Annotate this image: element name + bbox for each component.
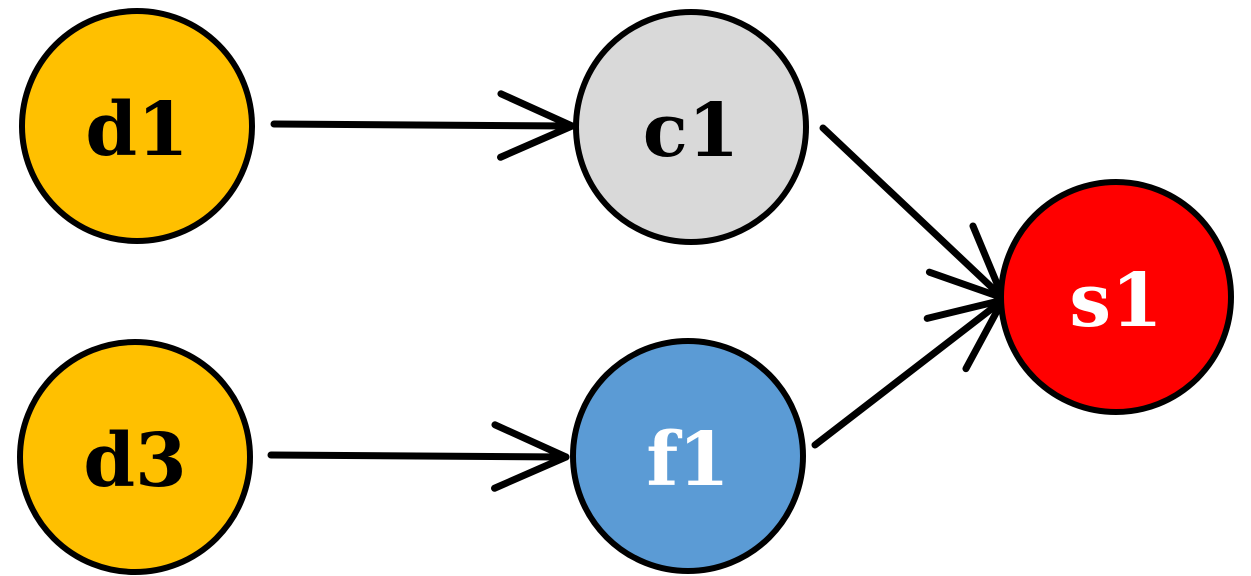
node-circle-d1 — [19, 8, 255, 244]
arrowhead-icon — [497, 90, 576, 161]
edge-line — [270, 120, 576, 130]
node-circle-s1 — [998, 179, 1234, 415]
node-label-s1: s1 — [1069, 258, 1162, 344]
node-label-f1: f1 — [646, 417, 729, 503]
node-d3: d3 — [17, 339, 253, 575]
node-label-d3: d3 — [83, 418, 186, 504]
edge-line — [811, 296, 1007, 449]
edge-f1-to-s1 — [811, 296, 1007, 449]
edge-line — [267, 451, 570, 461]
nodes-layer: d1 d3 c1 f1 s1 — [17, 8, 1234, 575]
node-label-c1: c1 — [643, 88, 740, 174]
arrowhead-icon — [491, 421, 570, 492]
node-label-d1: d1 — [85, 87, 188, 173]
edge-d1-to-c1 — [270, 90, 576, 161]
node-circle-f1 — [570, 338, 806, 574]
node-circle-c1 — [573, 9, 809, 245]
node-circle-d3 — [17, 339, 253, 575]
edge-d3-to-f1 — [267, 421, 570, 492]
node-d1: d1 — [19, 8, 255, 244]
node-s1: s1 — [998, 179, 1234, 415]
edge-c1-to-s1 — [819, 124, 1007, 302]
node-f1: f1 — [570, 338, 806, 574]
edge-line — [819, 124, 1007, 302]
node-c1: c1 — [573, 9, 809, 245]
